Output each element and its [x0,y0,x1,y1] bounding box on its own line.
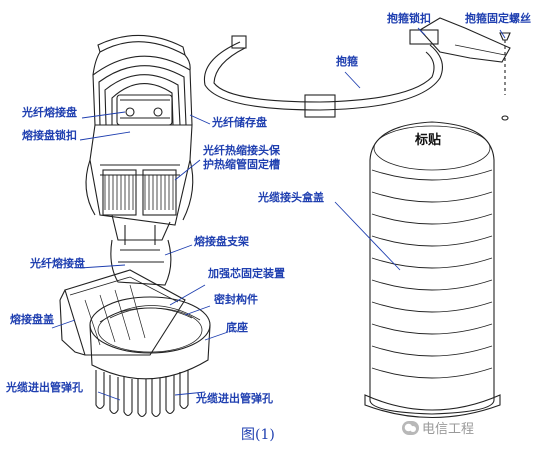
figure-caption: 图(1) [241,427,275,443]
label-cable-port-right: 光缆进出管弹孔 [196,392,273,405]
label-tray-bracket: 熔接盘支架 [194,235,249,248]
watermark-text: 电信工程 [422,422,475,437]
base-assembly [59,269,211,418]
label-reinforcement-fixing: 加强芯固定装置 [208,267,285,280]
label-heat-shrink-1: 光纤热缩接头保 [203,144,280,157]
label-cable-port-left: 光缆进出管弹孔 [6,381,83,394]
hoop-clamp [203,17,511,121]
fusion-tray-stack [85,34,194,245]
label-heat-shrink-2: 护热缩管固定槽 [203,158,280,171]
label-tray-lock: 熔接盘锁扣 [22,129,77,142]
label-hoop-screw: 抱箍固定螺丝 [465,12,531,25]
tray-bracket [110,239,172,286]
sticker-label: 标贴 [415,133,442,148]
watermark: 电信工程 [402,418,474,437]
splice-cover [364,121,501,419]
label-fiber-storage-tray: 光纤储存盘 [212,116,267,129]
wechat-icon [402,420,419,435]
label-hoop: 抱箍 [336,55,358,68]
label-hoop-lock: 抱箍锁扣 [387,12,431,25]
label-tray-cover: 熔接盘盖 [10,313,54,326]
label-sealing-component: 密封构件 [214,293,258,306]
label-base: 底座 [226,321,248,334]
label-splice-cover: 光缆接头盒盖 [258,191,324,204]
label-fusion-tray-bottom: 光纤熔接盘 [30,257,85,270]
label-fusion-tray-top: 光纤熔接盘 [22,106,77,119]
leader-lines [51,27,506,401]
